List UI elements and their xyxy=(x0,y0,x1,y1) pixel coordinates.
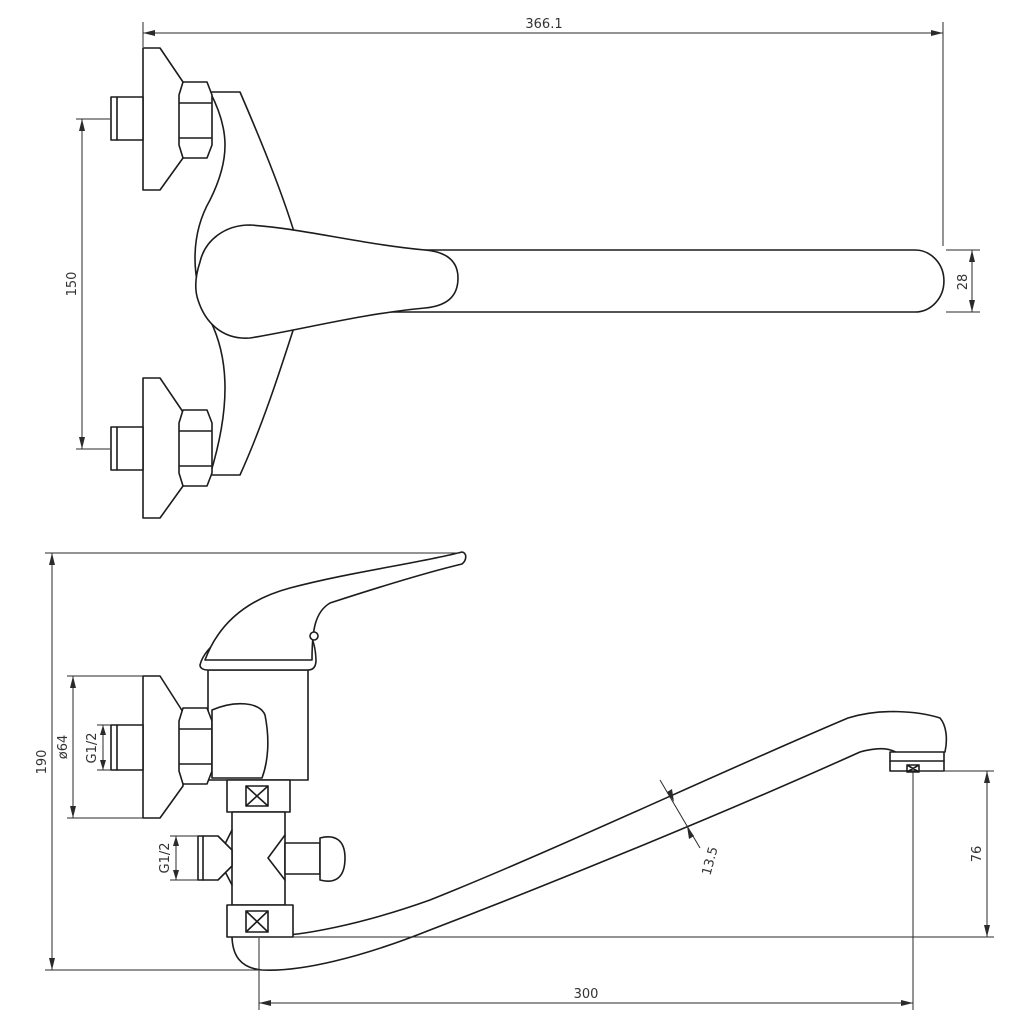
dimension-flange-diameter: ø64 xyxy=(56,675,143,819)
spout-tube-label: 13.5 xyxy=(700,845,722,877)
overall-height-label: 190 xyxy=(35,750,50,775)
aerator-wrench-flat xyxy=(906,764,920,773)
outlet-height-label: 76 xyxy=(970,846,985,863)
lower-hex-nut-facets xyxy=(179,430,212,467)
lower-wall-flange xyxy=(142,377,184,519)
diverter-knob-cap[interactable] xyxy=(319,836,346,882)
dimension-overall-height: 190 xyxy=(35,552,460,971)
lower-wrench-flat xyxy=(245,910,269,933)
side-view: 190 ø64 G1/2 G1/2 xyxy=(35,551,994,1010)
upper-hex-nut-facets xyxy=(179,102,212,139)
flange-diameter-label: ø64 xyxy=(56,735,71,760)
inlet-thread-label: G1/2 xyxy=(85,733,100,764)
diverter-right-facet xyxy=(267,834,286,881)
overall-width-label: 366.1 xyxy=(525,17,562,32)
spout-arm-top-view xyxy=(299,249,945,313)
spout-width-label: 28 xyxy=(956,274,971,291)
upper-hex-nut xyxy=(178,81,213,159)
lever-pivot xyxy=(309,631,319,641)
diverter-knob[interactable] xyxy=(284,842,321,875)
dimension-spout-reach: 300 xyxy=(258,771,914,1010)
hex-nut-side-facets xyxy=(179,728,212,765)
diverter-body xyxy=(231,811,286,906)
top-view: 366.1 150 28 xyxy=(65,17,980,519)
dimension-overall-width: 366.1 xyxy=(142,17,944,246)
hex-nut-side-view xyxy=(178,707,213,785)
upper-square-fitting xyxy=(226,779,291,813)
eccentric-connector xyxy=(211,702,269,779)
dimension-spout-tube: 13.5 xyxy=(659,779,722,877)
dimension-inlet-thread: G1/2 xyxy=(85,724,111,771)
wall-flange-side-view xyxy=(142,675,184,819)
dimension-spout-width: 28 xyxy=(946,249,980,313)
dimension-outlet-height: 76 xyxy=(293,770,994,938)
lower-inlet-pipe xyxy=(110,426,144,471)
swivel-spout-side-view xyxy=(231,710,948,971)
upper-wall-flange xyxy=(142,47,184,191)
dimension-inlet-spacing: 150 xyxy=(65,118,110,450)
inlet-spacing-label: 150 xyxy=(65,272,80,297)
diverter-thread-label: G1/2 xyxy=(158,843,173,874)
lower-hex-nut xyxy=(178,409,213,487)
upper-wrench-flat xyxy=(245,785,269,807)
spout-reach-label: 300 xyxy=(574,987,599,1002)
lever-handle-top-view xyxy=(195,224,459,339)
upper-inlet-pipe xyxy=(110,96,144,141)
dimension-diverter-thread: G1/2 xyxy=(158,835,198,881)
inlet-pipe-side-view xyxy=(110,724,144,771)
lever-handle-side-view[interactable] xyxy=(204,551,467,661)
